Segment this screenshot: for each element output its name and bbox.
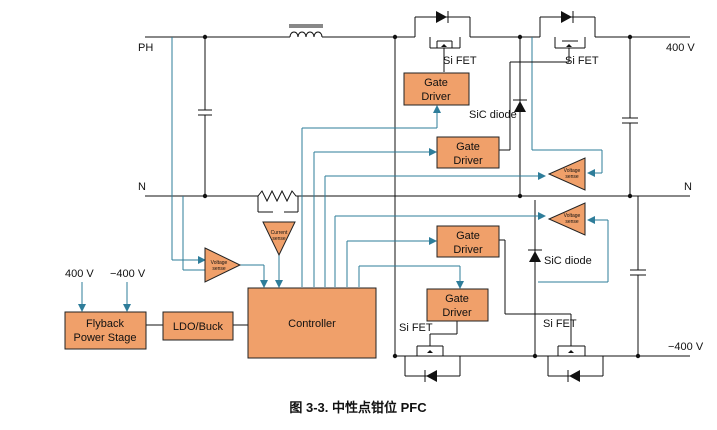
ldo-buck-label: LDO/Buck <box>173 321 224 333</box>
current-sense-resistor <box>257 189 300 213</box>
power-wiring <box>145 34 690 359</box>
sifet-br-label: Si FET <box>543 318 577 330</box>
vs-bot-line1: Voltage <box>564 213 581 219</box>
vs-in-line2: sense <box>212 266 226 272</box>
vs-in-line1: Voltage <box>211 260 228 266</box>
voltage-sense-amp-bottom: Voltage sense <box>547 202 586 236</box>
gate-drive-wiring <box>146 48 572 346</box>
gate-driver-3-line2: Driver <box>453 244 483 256</box>
cs-line2: sense <box>272 236 286 242</box>
sifet-tl-label: Si FET <box>443 55 477 67</box>
gate-driver-2-line2: Driver <box>453 155 483 167</box>
vm400-out-label: −400 V <box>668 341 704 353</box>
gate-driver-1-line1: Gate <box>424 77 448 89</box>
gate-driver-3: Gate Driver <box>436 225 500 258</box>
si-fet-bottom-right <box>547 345 604 382</box>
gate-driver-4-line2: Driver <box>442 307 472 319</box>
n-left-label: N <box>138 181 146 193</box>
voltage-sense-amp-input: Voltage sense <box>204 247 242 283</box>
signal-wiring <box>78 37 609 312</box>
vs-top-line2: sense <box>565 174 579 180</box>
si-fet-top-left <box>414 11 471 49</box>
controller-label: Controller <box>288 318 336 330</box>
v400-in-label: 400 V <box>65 268 94 280</box>
gate-driver-2-line1: Gate <box>456 141 480 153</box>
sic-diode-bottom <box>528 249 542 262</box>
figure-caption: 图 3-3. 中性点钳位 PFC <box>289 400 427 415</box>
ph-label: PH <box>138 42 153 54</box>
vs-bot-line2: sense <box>565 219 579 225</box>
gate-driver-3-line1: Gate <box>456 230 480 242</box>
sifet-bl-label: Si FET <box>399 322 433 334</box>
flyback-block: Flyback Power Stage <box>64 311 147 350</box>
gate-driver-4: Gate Driver <box>426 288 489 322</box>
current-sense-amp: Current sense <box>262 221 296 257</box>
gate-driver-1-line2: Driver <box>421 91 451 103</box>
flyback-line1: Flyback <box>86 318 124 330</box>
cs-line1: Current <box>271 230 288 236</box>
n-right-label: N <box>684 181 692 193</box>
controller-block: Controller <box>247 287 377 359</box>
gate-driver-4-line1: Gate <box>445 293 469 305</box>
boost-inductor <box>289 24 323 38</box>
vs-top-line1: Voltage <box>564 168 581 174</box>
sic-bot-label: SiC diode <box>544 255 592 267</box>
gate-driver-2: Gate Driver <box>436 136 500 169</box>
si-fet-top-right <box>539 11 596 49</box>
si-fet-bottom-left <box>404 345 461 382</box>
vm400-in-label: −400 V <box>110 268 146 280</box>
flyback-line2: Power Stage <box>74 332 137 344</box>
sic-diode-top <box>513 99 527 112</box>
ldo-buck-block: LDO/Buck <box>162 311 234 341</box>
gate-driver-1: Gate Driver <box>403 72 470 106</box>
v400-out-label: 400 V <box>666 42 695 54</box>
sifet-tr-label: Si FET <box>565 55 599 67</box>
voltage-sense-amp-top: Voltage sense <box>547 157 586 191</box>
sic-top-label: SiC diode <box>469 109 517 121</box>
